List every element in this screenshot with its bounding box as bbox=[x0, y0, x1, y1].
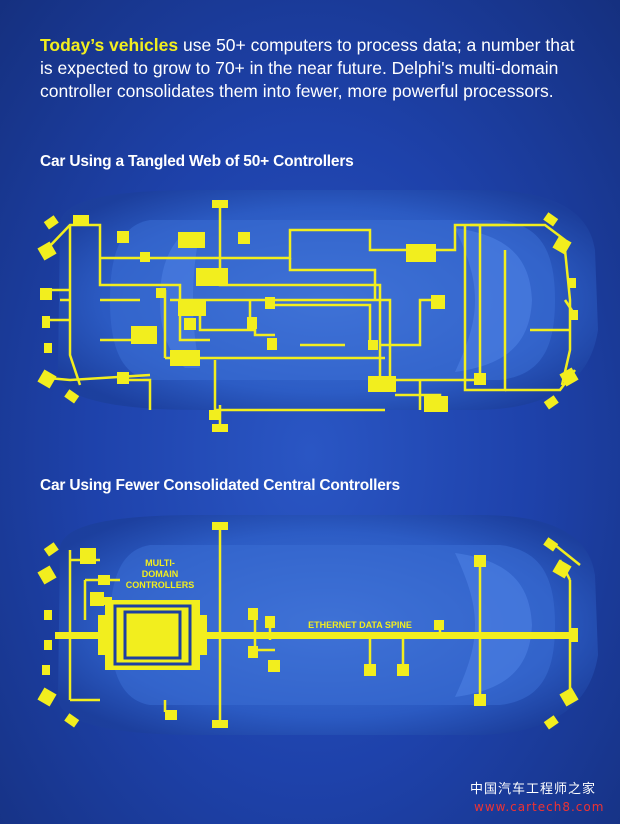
intro-highlight: Today’s vehicles bbox=[40, 35, 179, 55]
spine-label: ETHERNET DATA SPINE bbox=[308, 620, 412, 630]
intro-text: use 50+ computers to process data; a num… bbox=[40, 35, 575, 101]
mdc-label-line1: MULTI- bbox=[145, 558, 175, 568]
multi-domain-controllers: MULTI- DOMAIN CONTROLLERS bbox=[98, 558, 207, 670]
watermark-line1: 中国汽车工程师之家 bbox=[470, 782, 597, 797]
watermark-line2: www.cartech8.com bbox=[474, 800, 605, 814]
car2-controllers bbox=[37, 522, 579, 730]
mdc-label-line2: DOMAIN bbox=[142, 569, 179, 579]
diagram2-title: Car Using Fewer Consolidated Central Con… bbox=[40, 477, 400, 494]
car2-windshield bbox=[455, 553, 532, 697]
car1-windshield bbox=[455, 228, 532, 372]
diagram1-title: Car Using a Tangled Web of 50+ Controlle… bbox=[40, 153, 354, 170]
car1-diagram bbox=[37, 190, 598, 432]
mdc-label-line3: CONTROLLERS bbox=[126, 580, 195, 590]
car1-controllers bbox=[37, 200, 579, 432]
intro-paragraph: Today’s vehicles use 50+ computers to pr… bbox=[40, 34, 590, 103]
ethernet-spine bbox=[55, 632, 575, 639]
car2-diagram: MULTI- DOMAIN CONTROLLERS ETHERNET DATA … bbox=[37, 515, 598, 735]
